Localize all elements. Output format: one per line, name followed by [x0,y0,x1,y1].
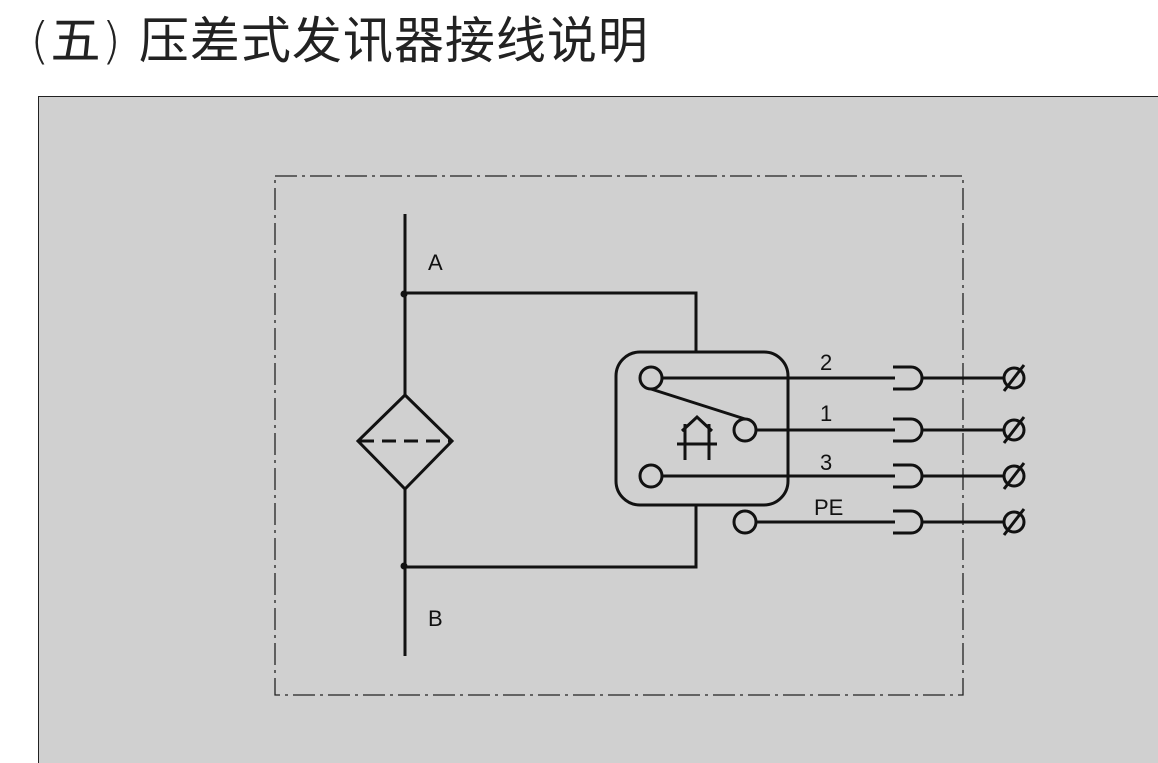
ground-terminal-icon [1002,364,1026,536]
contact-2-circle [638,365,664,391]
terminal-label-pe: PE [814,495,843,520]
terminal-label-3: 3 [820,450,832,475]
terminal-label-2: 2 [820,350,832,375]
port-label-b: B [428,606,443,631]
contact-3-circle [638,463,664,489]
line-b [405,505,698,569]
connector-to-terminal-wires [922,376,1003,524]
page-title: (五) 压差式发讯器接线说明 [30,12,649,70]
pressure-switch-icon [677,414,717,460]
enclosure-boundary [274,175,964,696]
terminal-label-1: 1 [820,401,832,426]
diamond-dashed-line-icon [355,392,455,492]
contact-pe-circle [732,509,758,535]
switch-lever [650,387,746,421]
line-a [405,291,698,352]
contact-1-circle [732,417,758,443]
plug-socket-icon [893,365,924,535]
port-label-a: A [428,250,443,275]
